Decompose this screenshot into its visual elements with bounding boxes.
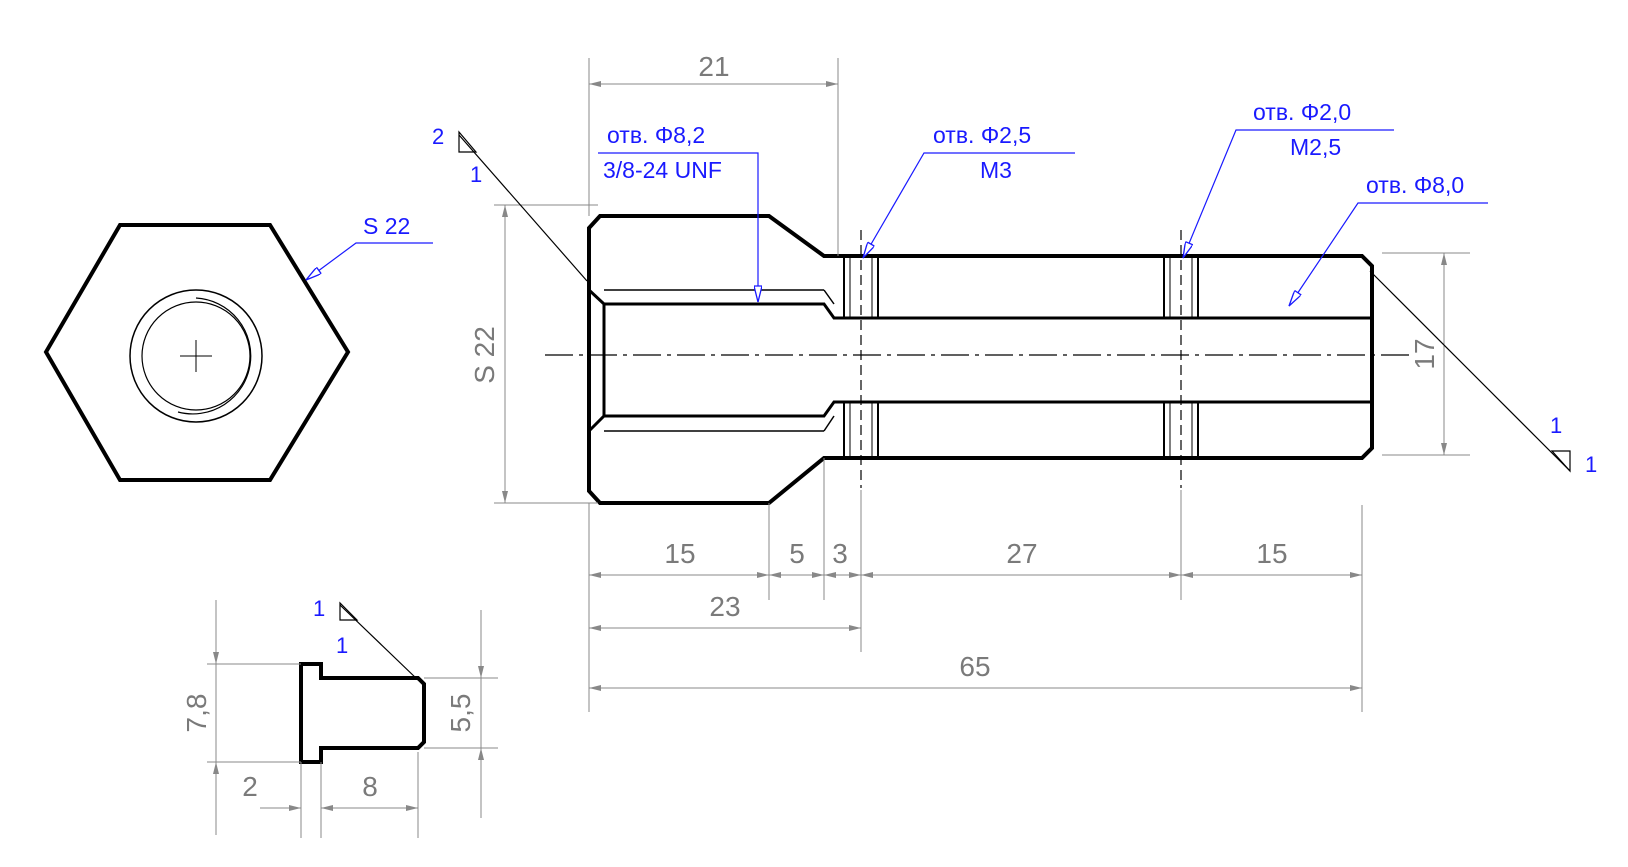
dim-3: 3 bbox=[832, 538, 848, 569]
dim-s22-vertical: S 22 bbox=[469, 326, 500, 384]
main-section-view bbox=[545, 214, 1410, 505]
radial-hole-2 bbox=[1163, 256, 1199, 458]
right-chamfer-leader bbox=[1369, 270, 1571, 472]
dim-21: 21 bbox=[698, 51, 729, 82]
callout-2-leader bbox=[863, 152, 1075, 258]
right-chamfer-top: 1 bbox=[1550, 413, 1562, 438]
thread-inner-circle bbox=[141, 301, 251, 411]
callout-2-top: отв. Φ2,5 bbox=[933, 122, 1031, 148]
thread-arc bbox=[177, 297, 252, 415]
small-part-outline bbox=[299, 662, 426, 764]
small-chamfer-bottom: 1 bbox=[336, 633, 348, 658]
chamfer-texts: 2 1 1 1 1 1 bbox=[313, 124, 1597, 658]
dimension-lines bbox=[494, 58, 1470, 712]
hole-callout-texts: отв. Φ8,2 3/8-24 UNF отв. Φ2,5 M3 отв. Φ… bbox=[603, 99, 1464, 198]
chamfer-marks bbox=[339, 130, 1571, 681]
small-chamfer-leader bbox=[339, 604, 419, 681]
dim-5-5: 5,5 bbox=[445, 694, 476, 733]
dimension-texts: 21 S 22 15 5 3 27 15 23 65 17 bbox=[469, 51, 1440, 682]
bore-lower-line bbox=[587, 400, 1372, 433]
right-chamfer-triangle bbox=[1550, 450, 1571, 473]
dim-5: 5 bbox=[789, 538, 805, 569]
bore-circle bbox=[129, 289, 263, 423]
dim-65: 65 bbox=[959, 651, 990, 682]
left-chamfer-bottom: 1 bbox=[470, 162, 482, 187]
dim-23: 23 bbox=[709, 591, 740, 622]
callout-4-leader bbox=[1289, 202, 1488, 306]
callout-4: отв. Φ8,0 bbox=[1366, 172, 1464, 198]
callout-2-bottom: M3 bbox=[980, 157, 1012, 183]
callout-3-bottom: M2,5 bbox=[1290, 134, 1341, 160]
callout-3-top: отв. Φ2,0 bbox=[1253, 99, 1351, 125]
left-chamfer-leader bbox=[458, 134, 588, 282]
hex-size-leader bbox=[306, 242, 433, 280]
hex-end-view: S 22 bbox=[43, 213, 433, 482]
dim-8: 8 bbox=[362, 771, 378, 802]
hole-callouts bbox=[598, 129, 1488, 306]
callout-1-bottom: 3/8-24 UNF bbox=[603, 157, 722, 183]
bore-upper-line bbox=[587, 288, 1372, 320]
callout-1-leader bbox=[598, 152, 758, 302]
small-chamfer-triangle bbox=[339, 601, 359, 621]
left-chamfer-top: 2 bbox=[432, 124, 444, 149]
hex-outline bbox=[43, 223, 351, 482]
dim-17: 17 bbox=[1409, 338, 1440, 369]
thread-end-upper bbox=[823, 289, 835, 305]
dim-27: 27 bbox=[1006, 538, 1037, 569]
dim-15b: 15 bbox=[1256, 538, 1287, 569]
small-dimension-lines bbox=[207, 600, 498, 838]
small-detail-view: 7,8 5,5 2 8 bbox=[181, 600, 498, 838]
small-chamfer-top: 1 bbox=[313, 596, 325, 621]
dim-2: 2 bbox=[242, 771, 258, 802]
dim-7-8: 7,8 bbox=[181, 694, 212, 733]
left-chamfer-triangle bbox=[458, 130, 478, 153]
part-outer-contour bbox=[587, 214, 1374, 505]
thread-end-lower bbox=[823, 415, 835, 432]
callout-3-leader bbox=[1183, 129, 1394, 258]
radial-hole-1 bbox=[843, 256, 879, 458]
right-chamfer-bottom: 1 bbox=[1585, 452, 1597, 477]
hex-size-note: S 22 bbox=[363, 213, 410, 239]
callout-1-top: отв. Φ8,2 bbox=[607, 122, 705, 148]
dim-15: 15 bbox=[664, 538, 695, 569]
